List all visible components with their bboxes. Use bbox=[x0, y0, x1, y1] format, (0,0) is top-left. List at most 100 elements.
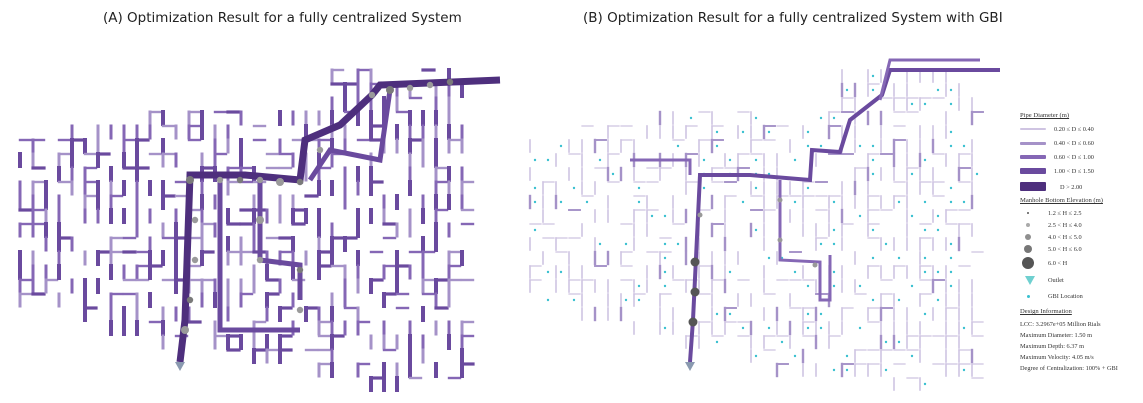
manhole-legend-item: 2.5 < H ≤ 4.0 bbox=[1018, 220, 1140, 232]
pipe-diameter-header: Pipe Diameter (m) bbox=[1020, 112, 1070, 119]
gbi-location-icon bbox=[910, 284, 914, 288]
pipe-legend-item: D > 2.00 bbox=[1018, 179, 1140, 197]
gbi-location-icon bbox=[962, 200, 966, 204]
gbi-location-icon bbox=[910, 354, 914, 358]
manhole-node bbox=[386, 86, 394, 94]
gbi-location-icon bbox=[637, 284, 641, 288]
gbi-location-icon bbox=[715, 144, 719, 148]
manhole-legend-label: 4.0 < H ≤ 5.0 bbox=[1048, 234, 1082, 241]
gbi-location-icon bbox=[689, 116, 693, 120]
gbi-location-icon bbox=[949, 130, 953, 134]
manhole-node bbox=[191, 256, 199, 264]
gbi-location-icon bbox=[871, 228, 875, 232]
manhole-node bbox=[181, 326, 189, 334]
gbi-location-icon bbox=[975, 172, 979, 176]
gbi-location-icon bbox=[728, 312, 732, 316]
gbi-location-icon bbox=[663, 214, 667, 218]
gbi-location-icon bbox=[949, 144, 953, 148]
gbi-location-icon bbox=[858, 214, 862, 218]
pipe-legend-item: 0.60 < D ≤ 1.00 bbox=[1018, 151, 1140, 165]
gbi-location-icon bbox=[871, 298, 875, 302]
gbi-location-icon bbox=[832, 284, 836, 288]
gbi-location-icon bbox=[936, 270, 940, 274]
manhole-node bbox=[296, 266, 304, 274]
gbi-location-icon bbox=[910, 102, 914, 106]
gbi-location-icon bbox=[871, 74, 875, 78]
manhole-node bbox=[191, 216, 199, 224]
gbi-location-icon bbox=[741, 200, 745, 204]
trunk-sewer-line bbox=[176, 76, 501, 363]
manhole-node bbox=[236, 176, 244, 184]
gbi-location-icon bbox=[676, 144, 680, 148]
gbi-location-icon bbox=[754, 186, 758, 190]
secondary-trunk-line bbox=[217, 180, 300, 333]
gbi-location-icon bbox=[728, 158, 732, 162]
gbi-location-icon bbox=[832, 200, 836, 204]
pipe-legend-label: 0.60 < D ≤ 1.00 bbox=[1054, 154, 1094, 161]
gbi-location-icon bbox=[767, 256, 771, 260]
outlet-icon bbox=[1025, 276, 1035, 285]
gbi-location-icon bbox=[923, 158, 927, 162]
gbi-location-icon bbox=[806, 144, 810, 148]
manhole-node bbox=[690, 287, 700, 297]
gbi-location-icon bbox=[832, 242, 836, 246]
gbi-location-icon bbox=[533, 228, 537, 232]
gbi-location-icon bbox=[845, 88, 849, 92]
gbi-location-icon bbox=[780, 340, 784, 344]
secondary-trunk-line bbox=[630, 158, 692, 175]
gbi-location-icon bbox=[728, 270, 732, 274]
gbi-location-icon bbox=[832, 228, 836, 232]
gbi-location-icon bbox=[819, 242, 823, 246]
gbi-location-icon bbox=[650, 214, 654, 218]
gbi-location-icon bbox=[845, 368, 849, 372]
gbi-location-icon bbox=[793, 270, 797, 274]
gbi-location-icon bbox=[754, 354, 758, 358]
gbi-location-icon bbox=[923, 256, 927, 260]
manhole-dot bbox=[1026, 223, 1030, 227]
gbi-location-icon bbox=[949, 88, 953, 92]
pipe-legend-item: 0.40 < D ≤ 0.60 bbox=[1018, 137, 1140, 151]
gbi-location-icon bbox=[572, 298, 576, 302]
outlet-legend-item: Outlet bbox=[1018, 274, 1140, 292]
manhole-legend-item: 4.0 < H ≤ 5.0 bbox=[1018, 232, 1140, 244]
gbi-location-icon bbox=[819, 116, 823, 120]
gbi-location-icon bbox=[949, 186, 953, 190]
gbi-location-icon bbox=[871, 88, 875, 92]
gbi-location-icon bbox=[559, 144, 563, 148]
design-info-max-diameter: Maximum Diameter: 1.50 m bbox=[1020, 332, 1093, 339]
gbi-location-icon bbox=[702, 186, 706, 190]
panel-a-title: (A) Optimization Result for a fully cent… bbox=[103, 10, 462, 26]
manhole-node bbox=[688, 317, 698, 327]
gbi-location-icon bbox=[936, 88, 940, 92]
manhole-dot bbox=[1024, 245, 1032, 253]
manhole-elevation-header: Manhole Bottom Elevation (m) bbox=[1020, 197, 1103, 204]
trunk-sewer-line bbox=[688, 68, 1000, 363]
gbi-location-icon bbox=[949, 270, 953, 274]
sewer-network-maps bbox=[18, 58, 1000, 392]
manhole-legend-label: 2.5 < H ≤ 4.0 bbox=[1048, 222, 1082, 229]
pipe-swatch bbox=[1020, 168, 1046, 174]
gbi-location-icon bbox=[910, 214, 914, 218]
gbi-location-icon bbox=[676, 242, 680, 246]
gbi-location-icon bbox=[637, 200, 641, 204]
gbi-location-icon bbox=[754, 158, 758, 162]
gbi-location-icon bbox=[923, 200, 927, 204]
panel-b-title: (B) Optimization Result for a fully cent… bbox=[583, 10, 1003, 26]
gbi-location-icon bbox=[923, 102, 927, 106]
manhole-node bbox=[296, 306, 304, 314]
gbi-location-icon bbox=[832, 116, 836, 120]
gbi-location-icon bbox=[832, 270, 836, 274]
secondary-trunk-line bbox=[878, 58, 980, 101]
gbi-location-icon bbox=[923, 270, 927, 274]
gbi-location-icon bbox=[819, 144, 823, 148]
pipe-legend-label: 1.00 < D ≤ 1.50 bbox=[1054, 168, 1094, 175]
gbi-location-icon bbox=[806, 326, 810, 330]
manhole-node bbox=[690, 257, 700, 267]
gbi-location-icon bbox=[1027, 295, 1030, 298]
manhole-legend-label: 1.2 ≤ H ≤ 2.5 bbox=[1048, 210, 1082, 217]
panel-b-network bbox=[528, 58, 1000, 391]
gbi-location-icon bbox=[663, 256, 667, 260]
gbi-location-icon bbox=[611, 172, 615, 176]
manhole-dot bbox=[1025, 234, 1031, 240]
manhole-node bbox=[186, 296, 194, 304]
